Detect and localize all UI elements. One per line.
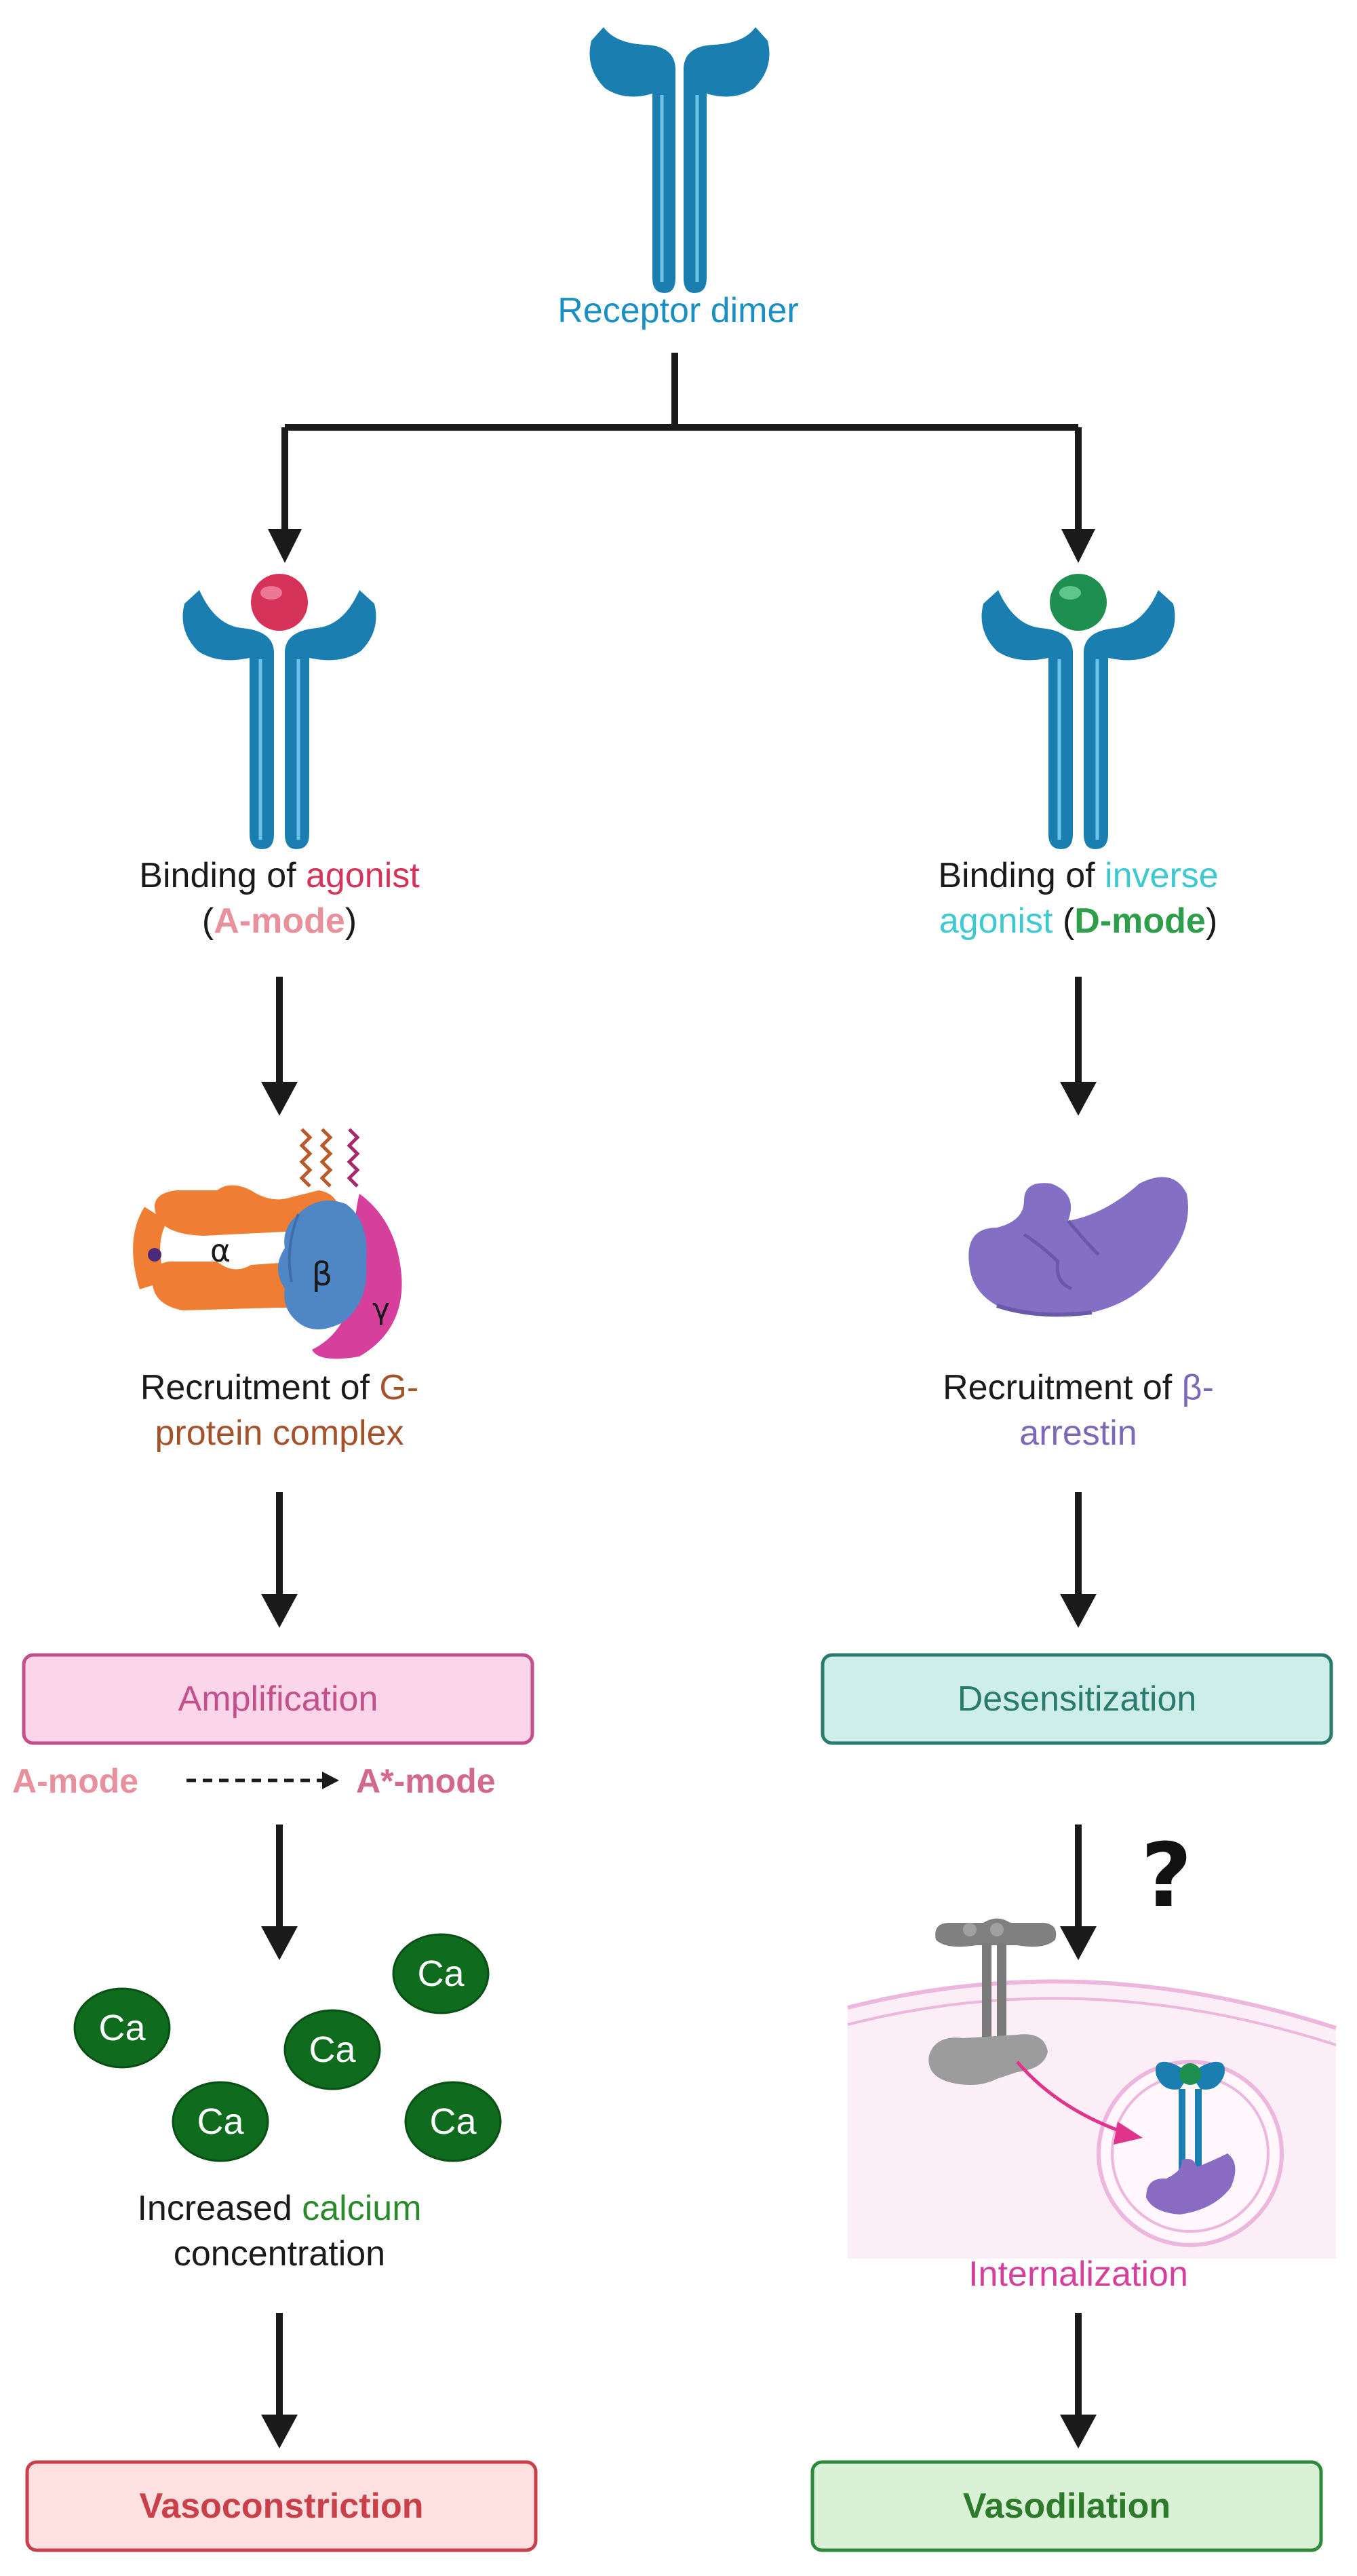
calcium-ion-label-5: Ca bbox=[429, 2101, 477, 2142]
alpha-subunit-label: α bbox=[210, 1232, 231, 1269]
receptor-dimer-label: Receptor dimer bbox=[557, 291, 798, 330]
a-mode-label: (A-mode) bbox=[202, 901, 357, 941]
mode-transition-arrow bbox=[186, 1772, 339, 1789]
a-mode-transition-from: A-mode bbox=[12, 1762, 138, 1800]
a-mode-transition-to: A*-mode bbox=[356, 1762, 496, 1800]
d-mode-name: D-mode bbox=[1074, 901, 1206, 941]
inverse-word: inverse bbox=[1105, 856, 1219, 895]
beta-subunit-label: β bbox=[312, 1255, 333, 1293]
desensitization-box bbox=[821, 1653, 1333, 1745]
calcium-effect-label: Increased calcium bbox=[137, 2189, 421, 2228]
branch-connector bbox=[281, 353, 1082, 536]
receptor-at-membrane-icon bbox=[928, 1918, 1057, 2085]
flow-arrowheads bbox=[261, 1082, 1097, 2448]
vasoconstriction-box bbox=[25, 2460, 538, 2552]
arrestin-recruitment-label-2: arrestin bbox=[1019, 1413, 1137, 1453]
g-protein-recruitment-label-2: protein complex bbox=[155, 1413, 404, 1453]
calcium-ion-label-1: Ca bbox=[98, 2008, 146, 2048]
internalization-label: Internalization bbox=[968, 2255, 1188, 2294]
vasodilation-label: Vasodilation bbox=[963, 2486, 1171, 2526]
vasodilation-box bbox=[810, 2460, 1323, 2552]
g-protein-complex-icon bbox=[133, 1128, 402, 1359]
receptor-dimer-top bbox=[589, 27, 770, 293]
internalization-arrow bbox=[1016, 2061, 1143, 2145]
inverse-agonist-ligand-icon bbox=[1050, 574, 1107, 631]
desensitization-label: Desensitization bbox=[958, 1679, 1197, 1719]
flow-arrows bbox=[276, 977, 1082, 2421]
calcium-ion-labels: Ca Ca Ca Ca Ca bbox=[98, 1953, 477, 2142]
calcium-ion-label-2: Ca bbox=[309, 2029, 356, 2070]
calcium-ion-label-4: Ca bbox=[197, 2101, 244, 2142]
vasoconstriction-label: Vasoconstriction bbox=[140, 2486, 424, 2526]
inverse-agonist-binding-label: Binding of inverse bbox=[938, 856, 1218, 895]
agonist-binding-label: Binding of agonist bbox=[139, 856, 420, 895]
branch-arrowheads bbox=[268, 529, 1095, 563]
amplification-label: Amplification bbox=[178, 1679, 378, 1719]
calcium-ions bbox=[73, 1933, 502, 2162]
d-mode-label: agonist (D-mode) bbox=[939, 901, 1217, 941]
calcium-effect-label-2: concentration bbox=[174, 2234, 385, 2273]
arrestin-recruitment-label: Recruitment of β- bbox=[943, 1368, 1214, 1407]
amplification-box bbox=[22, 1653, 534, 1745]
agonist-binding-prefix: Binding of bbox=[139, 856, 306, 895]
agonist-word-right: agonist bbox=[939, 901, 1053, 941]
agonist-word: agonist bbox=[306, 856, 420, 895]
agonist-ligand-icon bbox=[251, 574, 308, 631]
gamma-subunit-label: γ bbox=[372, 1292, 390, 1327]
a-mode-name: A-mode bbox=[214, 901, 345, 941]
internalized-receptor-icon bbox=[1146, 2061, 1236, 2214]
unknown-mark: ? bbox=[1141, 1824, 1192, 1927]
calcium-ion-label-3: Ca bbox=[417, 1953, 465, 1994]
beta-arrestin-icon bbox=[968, 1177, 1188, 1317]
g-protein-recruitment-label: Recruitment of G- bbox=[140, 1368, 418, 1407]
